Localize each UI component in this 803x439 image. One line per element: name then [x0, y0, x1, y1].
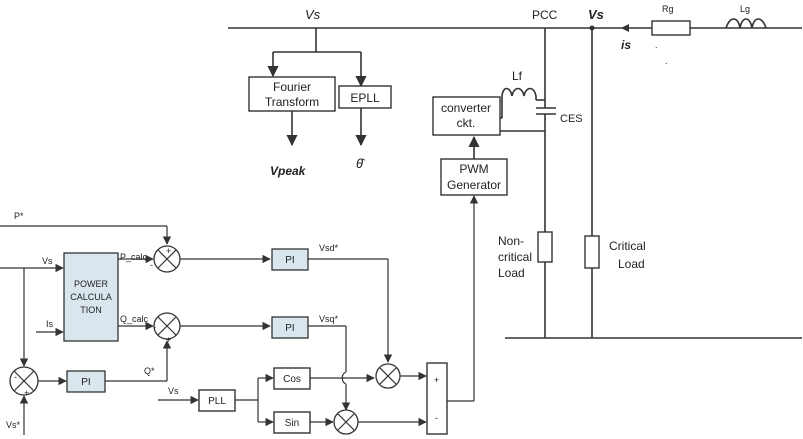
fourier-transform-block: [248, 76, 336, 112]
q-calc-label: Q_calc: [120, 314, 149, 324]
q-sum-minus: -: [153, 322, 156, 332]
q-mult-cross-b: [337, 413, 355, 431]
pwm-label-1: PWM: [459, 162, 488, 176]
is-arrow-icon: [621, 24, 629, 32]
pll-label: PLL: [208, 396, 226, 407]
noncritical-label-3: Load: [498, 266, 525, 280]
vsd-label: Vsd*: [319, 243, 339, 253]
v-sum-minus: -: [14, 372, 17, 382]
p-sum-plus: +: [166, 246, 171, 256]
noncritical-label-2: critical: [498, 250, 532, 264]
pi-d-label: PI: [285, 255, 294, 266]
pwm-generator-block: [440, 158, 508, 196]
epll-block: [338, 85, 392, 109]
noncritical-label-1: Non-: [498, 234, 524, 248]
pi-block-q: [271, 316, 309, 339]
p-calc-label: P_calc: [120, 252, 148, 262]
converter-label-1: converter: [441, 101, 491, 115]
pi-q-label: PI: [285, 323, 294, 334]
dot-a: .: [655, 40, 658, 50]
final-sum-minus: -: [435, 413, 438, 423]
critical-load-resistor: [584, 235, 600, 269]
q-sum-plus: +: [166, 335, 171, 345]
vsq-label: Vsq*: [319, 314, 339, 324]
cos-label: Cos: [283, 374, 301, 385]
v-sum-plus: +: [24, 388, 29, 398]
critical-label-2: Load: [618, 257, 645, 271]
q-ref-label: Q*: [144, 366, 155, 376]
lf-label: Lf: [512, 69, 523, 83]
vs-right-label: Vs: [588, 7, 604, 22]
ces-label: CES: [560, 113, 583, 125]
noncritical-load-resistor: [537, 231, 553, 263]
vpeak-label: Vpeak: [270, 164, 307, 178]
q-sum-cross-b: [157, 316, 177, 336]
vs-pll-label: Vs: [168, 386, 179, 396]
power-calc-label-1: POWER: [74, 279, 109, 289]
sin-label: Sin: [285, 418, 299, 429]
critical-label-1: Critical: [609, 239, 646, 253]
converter-label-2: ckt.: [457, 116, 476, 130]
d-mult-cross-b: [379, 367, 397, 385]
fourier-label-1: Fourier: [273, 80, 311, 94]
p-ref-label: P*: [14, 211, 24, 221]
lg-label: Lg: [740, 4, 750, 14]
vs-ref-label: Vs*: [6, 420, 21, 430]
vs-in-label: Vs: [42, 256, 53, 266]
rg-resistor: [651, 20, 691, 36]
pcc-label: PCC: [532, 8, 558, 22]
pi-v-label: PI: [81, 377, 90, 388]
theta-label: θ̂: [356, 156, 366, 171]
is-in-label: Is: [46, 319, 54, 329]
power-calc-label-2: CALCULA: [70, 292, 112, 302]
final-sum-block: [426, 362, 448, 435]
v-sum-cross-b: [13, 370, 35, 392]
power-calculation-block: [63, 252, 119, 342]
p-sum-cross-b: [157, 249, 177, 269]
p-sum-minus: -: [150, 260, 153, 270]
epll-label: EPLL: [350, 91, 380, 105]
converter-block: [432, 96, 501, 136]
is-label: is: [621, 38, 631, 52]
vs-top-label: Vs: [305, 7, 321, 22]
pwm-label-2: Generator: [447, 178, 501, 192]
rg-label: Rg: [662, 4, 674, 14]
final-sum-plus: +: [434, 375, 439, 385]
fourier-label-2: Transform: [265, 95, 319, 109]
lf-inductor: [501, 87, 537, 110]
power-calc-label-3: TION: [80, 305, 102, 315]
dot-b: .: [665, 56, 668, 66]
lg-inductor: [725, 18, 767, 29]
